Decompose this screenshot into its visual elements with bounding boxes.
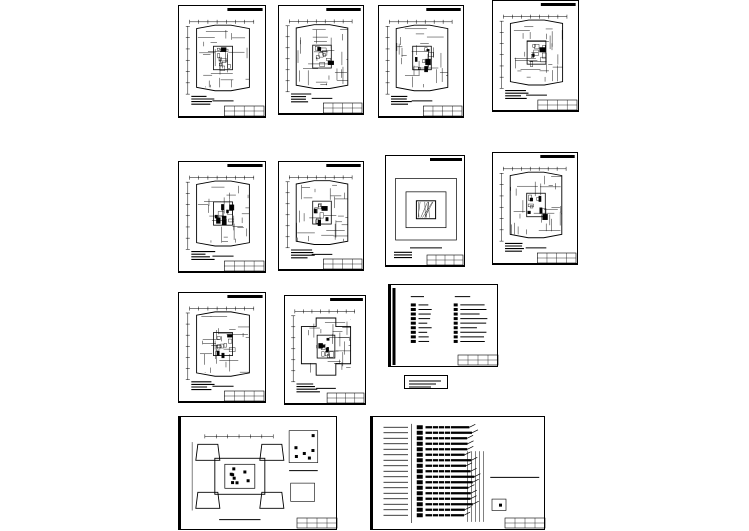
header-bar	[540, 155, 575, 158]
title-block	[224, 390, 265, 402]
riser-diagram	[383, 423, 507, 524]
sheet-drawing	[291, 298, 365, 404]
sheet-drawing	[185, 164, 265, 272]
notes-block	[394, 251, 412, 259]
sheet-drawing	[285, 8, 363, 114]
sheet-drawing	[285, 164, 363, 270]
general-note-box[interactable]	[404, 375, 448, 389]
header-bar	[330, 298, 363, 301]
notes-block	[505, 90, 529, 99]
sheet-drawing	[499, 3, 578, 111]
drawing-sheet-6[interactable]	[278, 161, 364, 271]
drawing-sheet-2[interactable]	[278, 5, 364, 115]
drawing-sheet-1[interactable]	[178, 5, 266, 118]
drawing-sheet-12[interactable]	[178, 416, 338, 530]
title-block	[296, 517, 338, 529]
sheet-drawing	[394, 158, 464, 266]
notes-block	[291, 249, 315, 259]
drawing-sheet-4[interactable]	[492, 0, 579, 112]
title-block	[322, 102, 363, 114]
header-bar	[227, 295, 263, 298]
title-block	[224, 260, 265, 272]
sheet-drawing	[185, 295, 265, 402]
sheet-drawing	[185, 8, 265, 117]
floor-plan	[499, 166, 567, 242]
legend-table	[392, 288, 488, 365]
title-block	[426, 254, 464, 266]
floor-plan	[185, 19, 255, 95]
floor-plan	[185, 175, 255, 250]
notes-block	[191, 251, 216, 260]
drawing-sheet-13[interactable]	[370, 416, 546, 530]
header-bar	[227, 164, 263, 167]
title-block	[422, 105, 463, 117]
detail-view	[288, 430, 319, 502]
drawing-sheet-10[interactable]	[284, 295, 366, 405]
floor-plan	[291, 309, 355, 383]
title-block	[224, 105, 265, 117]
title-block	[504, 517, 546, 529]
sheet-drawing	[383, 423, 546, 529]
title-block	[322, 258, 363, 270]
title-block	[537, 99, 578, 111]
header-bar	[326, 164, 361, 167]
note-lines	[409, 380, 441, 388]
title-block	[326, 392, 365, 404]
sheet-drawing	[499, 155, 577, 264]
sheet-drawing	[385, 8, 463, 117]
drawing-sheet-5[interactable]	[178, 161, 266, 273]
floor-plan	[285, 175, 353, 249]
drawing-sheet-7[interactable]	[385, 155, 465, 267]
header-bar	[540, 3, 576, 6]
header-bar	[430, 158, 462, 161]
header-bar	[227, 8, 263, 11]
floor-plan	[385, 19, 453, 95]
drawing-sheet-3[interactable]	[378, 5, 464, 118]
title-block	[536, 252, 577, 264]
floor-plan	[499, 14, 568, 89]
notes-block	[291, 93, 312, 103]
header-bar	[326, 8, 361, 11]
title-block	[457, 354, 499, 366]
notes-block	[191, 381, 215, 391]
notes-block	[191, 95, 215, 105]
floor-plan	[185, 306, 255, 380]
header-bar	[426, 8, 461, 11]
site-plan	[395, 178, 457, 241]
notes-block	[391, 95, 412, 105]
drawing-sheet-9[interactable]	[178, 292, 266, 403]
notes-block	[505, 242, 524, 252]
sheet-drawing	[392, 288, 499, 366]
sheet-drawing	[191, 430, 338, 529]
floor-plan	[285, 19, 353, 93]
notes-block	[296, 383, 320, 393]
drawing-sheet-8[interactable]	[492, 152, 578, 265]
wide-plan	[191, 434, 285, 511]
drawing-sheet-11[interactable]	[388, 284, 499, 367]
